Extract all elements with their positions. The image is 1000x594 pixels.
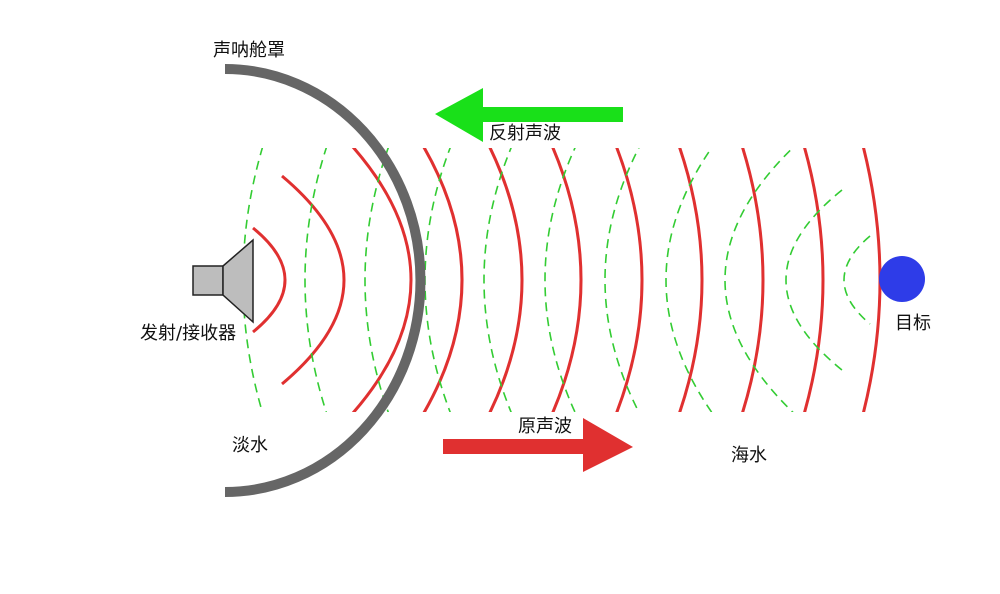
sonar-dome-label: 声呐舱罩	[213, 40, 285, 61]
outgoing-wavefront	[422, 148, 464, 412]
outgoing-wavefront	[741, 148, 765, 412]
reflected-wavefront	[665, 148, 713, 412]
reflected-wavefront	[483, 148, 512, 412]
reflected-wave-label: 反射声波	[489, 123, 561, 144]
outgoing-wavefront	[803, 148, 825, 412]
transducer-label: 发射/接收器	[140, 323, 236, 344]
wavefronts	[242, 148, 882, 412]
reflected-wavefront	[304, 148, 328, 412]
target-label: 目标	[895, 313, 931, 334]
sonar-dome	[224, 64, 426, 497]
arrow-right-icon	[443, 418, 633, 472]
sea-water-label: 海水	[731, 445, 767, 466]
arrow-left-icon	[435, 88, 623, 142]
reflected-wavefront	[604, 148, 640, 412]
reflected-wavefront	[785, 189, 843, 371]
outgoing-wavefront	[678, 148, 704, 412]
outgoing-wavefront	[551, 148, 583, 412]
target-sphere-icon	[879, 256, 925, 302]
outgoing-wavefront	[252, 226, 287, 334]
outgoing-wavefront	[281, 174, 346, 386]
speaker-icon	[192, 238, 254, 324]
reflected-wavefront	[724, 148, 794, 412]
reflected-wavefront	[364, 148, 390, 412]
reflected-wavefront	[424, 148, 452, 412]
outgoing-wavefront	[488, 148, 524, 412]
original-wave-label: 原声波	[518, 416, 572, 437]
outgoing-wavefront	[615, 148, 644, 412]
outgoing-wavefront	[862, 148, 882, 412]
reflected-wavefront	[843, 235, 871, 325]
outgoing-wavefront	[351, 148, 413, 412]
fresh-water-label: 淡水	[232, 435, 268, 456]
reflected-wavefront	[544, 148, 576, 412]
